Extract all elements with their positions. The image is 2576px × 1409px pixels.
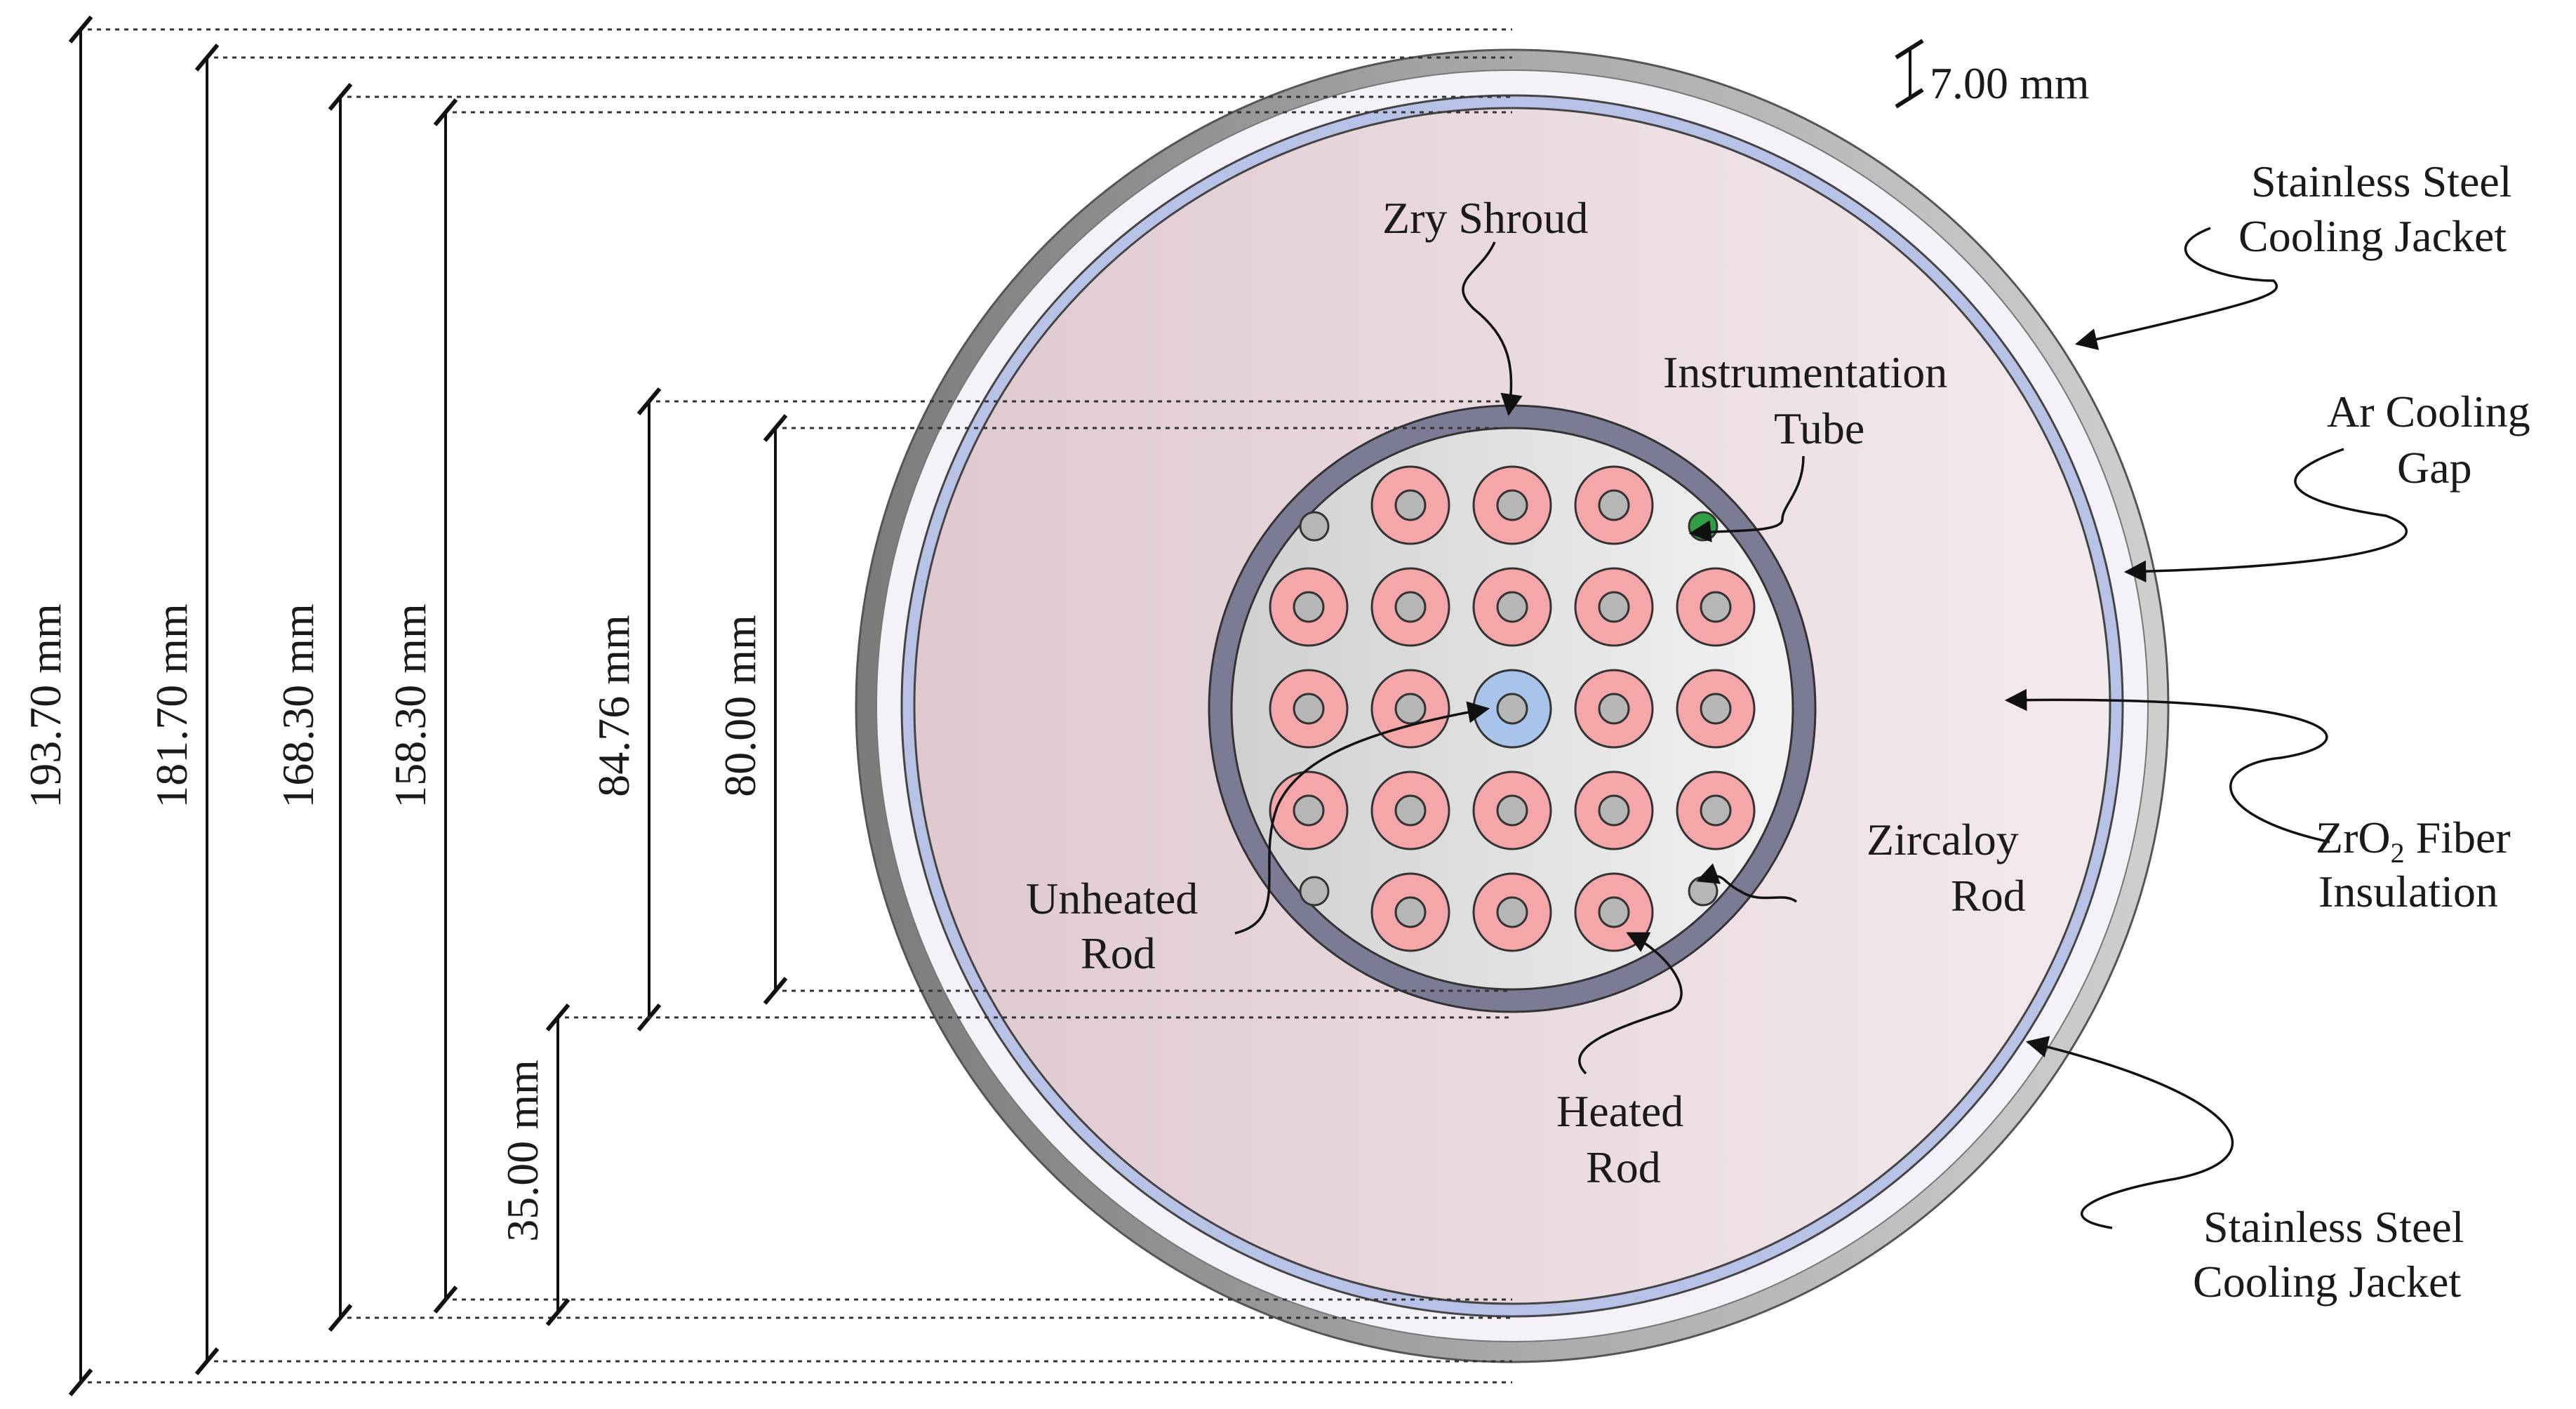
instrumentation-tube — [1688, 511, 1719, 542]
label-zircaloy-rod-line1: Zircaloy — [1867, 815, 2019, 864]
dimension-168-30: 168.30 mm — [273, 603, 323, 808]
label-ss-jacket-top-line2: Cooling Jacket — [2238, 211, 2507, 261]
label-ss-jacket-bottom-line1: Stainless Steel — [2203, 1202, 2464, 1252]
heated-rod-core — [1293, 591, 1325, 623]
label-unheated-rod-line1: Unheated — [1026, 874, 1198, 923]
heated-rod-core — [1394, 693, 1427, 725]
dimension-35-00: 35.00 mm — [498, 1060, 547, 1242]
dimension-7-00: 7.00 mm — [1930, 58, 2090, 108]
heated-rod-core — [1598, 489, 1630, 521]
zro2-fiber-text: Fiber — [2405, 813, 2511, 862]
heated-rod-core — [1496, 489, 1528, 521]
heated-rod-core — [1598, 693, 1630, 725]
zircaloy-rod — [1688, 876, 1719, 907]
heated-rod-core — [1700, 693, 1732, 725]
label-ss-jacket-top-line1: Stainless Steel — [2251, 156, 2512, 206]
labels: Zry Shroud Instrumentation Tube Stainles… — [1026, 156, 2530, 1307]
heated-rod-core — [1293, 794, 1325, 827]
dimension-80-00: 80.00 mm — [715, 615, 765, 797]
dimension-lines: 193.70 mm 181.70 mm 168.30 mm 158.30 mm … — [20, 15, 2090, 1396]
zro2-text: ZrO — [2316, 813, 2391, 862]
dimension-193-70: 193.70 mm — [20, 603, 70, 808]
heated-rod-core — [1394, 794, 1427, 827]
unheated-rod-core — [1496, 693, 1528, 725]
label-heated-rod-line1: Heated — [1556, 1086, 1683, 1136]
dimension-158-30: 158.30 mm — [385, 603, 435, 808]
label-ar-gap-line1: Ar Cooling — [2327, 387, 2530, 436]
label-zro2-line2: Insulation — [2318, 867, 2498, 916]
label-ar-gap-line2: Gap — [2397, 443, 2472, 493]
label-unheated-rod-line2: Rod — [1081, 928, 1156, 978]
heated-rod-core — [1598, 896, 1630, 928]
heated-rod-core — [1598, 591, 1630, 623]
label-ss-jacket-bottom-line2: Cooling Jacket — [2193, 1257, 2461, 1307]
heated-rod-core — [1598, 794, 1630, 827]
zircaloy-rod — [1299, 511, 1330, 542]
label-heated-rod-line2: Rod — [1586, 1142, 1661, 1192]
heated-rod-core — [1293, 693, 1325, 725]
zro2-subscript: 2 — [2391, 837, 2405, 869]
heated-rod-core — [1496, 896, 1528, 928]
label-instrumentation-tube-line2: Tube — [1774, 403, 1864, 453]
dimension-84-76: 84.76 mm — [589, 615, 639, 797]
zircaloy-rod — [1299, 876, 1330, 907]
label-zro2-line1: ZrO2 Fiber — [2316, 813, 2511, 869]
label-zry-shroud: Zry Shroud — [1382, 193, 1588, 243]
leader-lines — [1234, 227, 2408, 1229]
rod-bundle — [1269, 465, 1756, 952]
heated-rod-core — [1700, 591, 1732, 623]
heated-rod-core — [1496, 591, 1528, 623]
heated-rod-core — [1700, 794, 1732, 827]
label-zircaloy-rod-line2: Rod — [1951, 871, 2026, 921]
heated-rod-core — [1496, 794, 1528, 827]
heated-rod-core — [1394, 591, 1427, 623]
heated-rod-core — [1394, 896, 1427, 928]
label-instrumentation-tube-line1: Instrumentation — [1663, 347, 1947, 397]
dimension-181-70: 181.70 mm — [147, 603, 196, 808]
heated-rod-core — [1394, 489, 1427, 521]
